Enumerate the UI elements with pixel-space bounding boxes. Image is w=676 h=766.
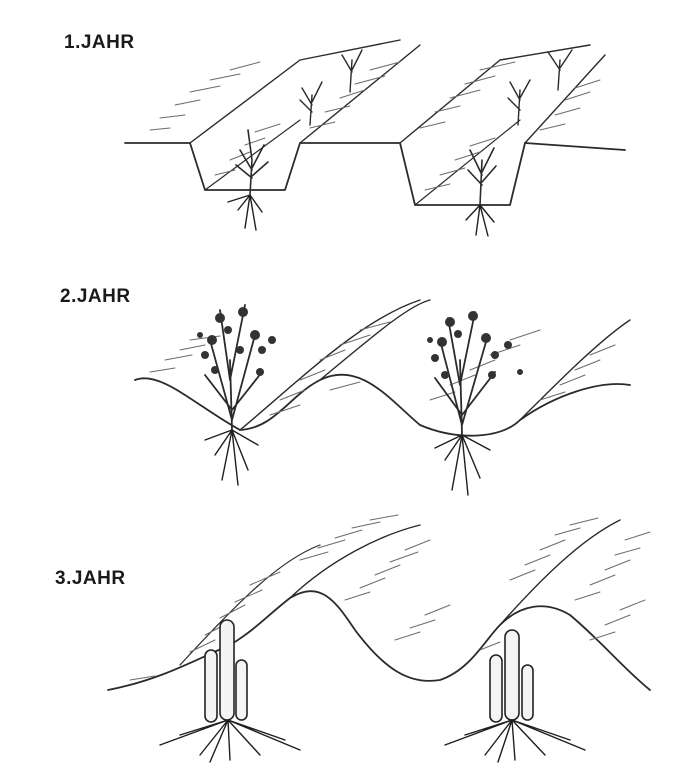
year-1-plant-4	[466, 148, 496, 236]
year-1-plant-2	[300, 82, 322, 125]
year-2-plant-1	[197, 305, 276, 485]
year-3-spears-2	[445, 630, 585, 762]
year-1-plant-5	[508, 80, 530, 125]
year-1-trench-scene	[125, 40, 625, 236]
year-3-ridge-scene	[108, 515, 650, 762]
year-2-trench-scene	[135, 300, 630, 495]
year-1-plant-3	[342, 50, 362, 92]
year-1-plant-6	[548, 50, 572, 90]
year-1-plant-1	[228, 130, 268, 230]
year-2-plant-2	[427, 311, 523, 495]
year-3-spears-1	[160, 620, 300, 762]
